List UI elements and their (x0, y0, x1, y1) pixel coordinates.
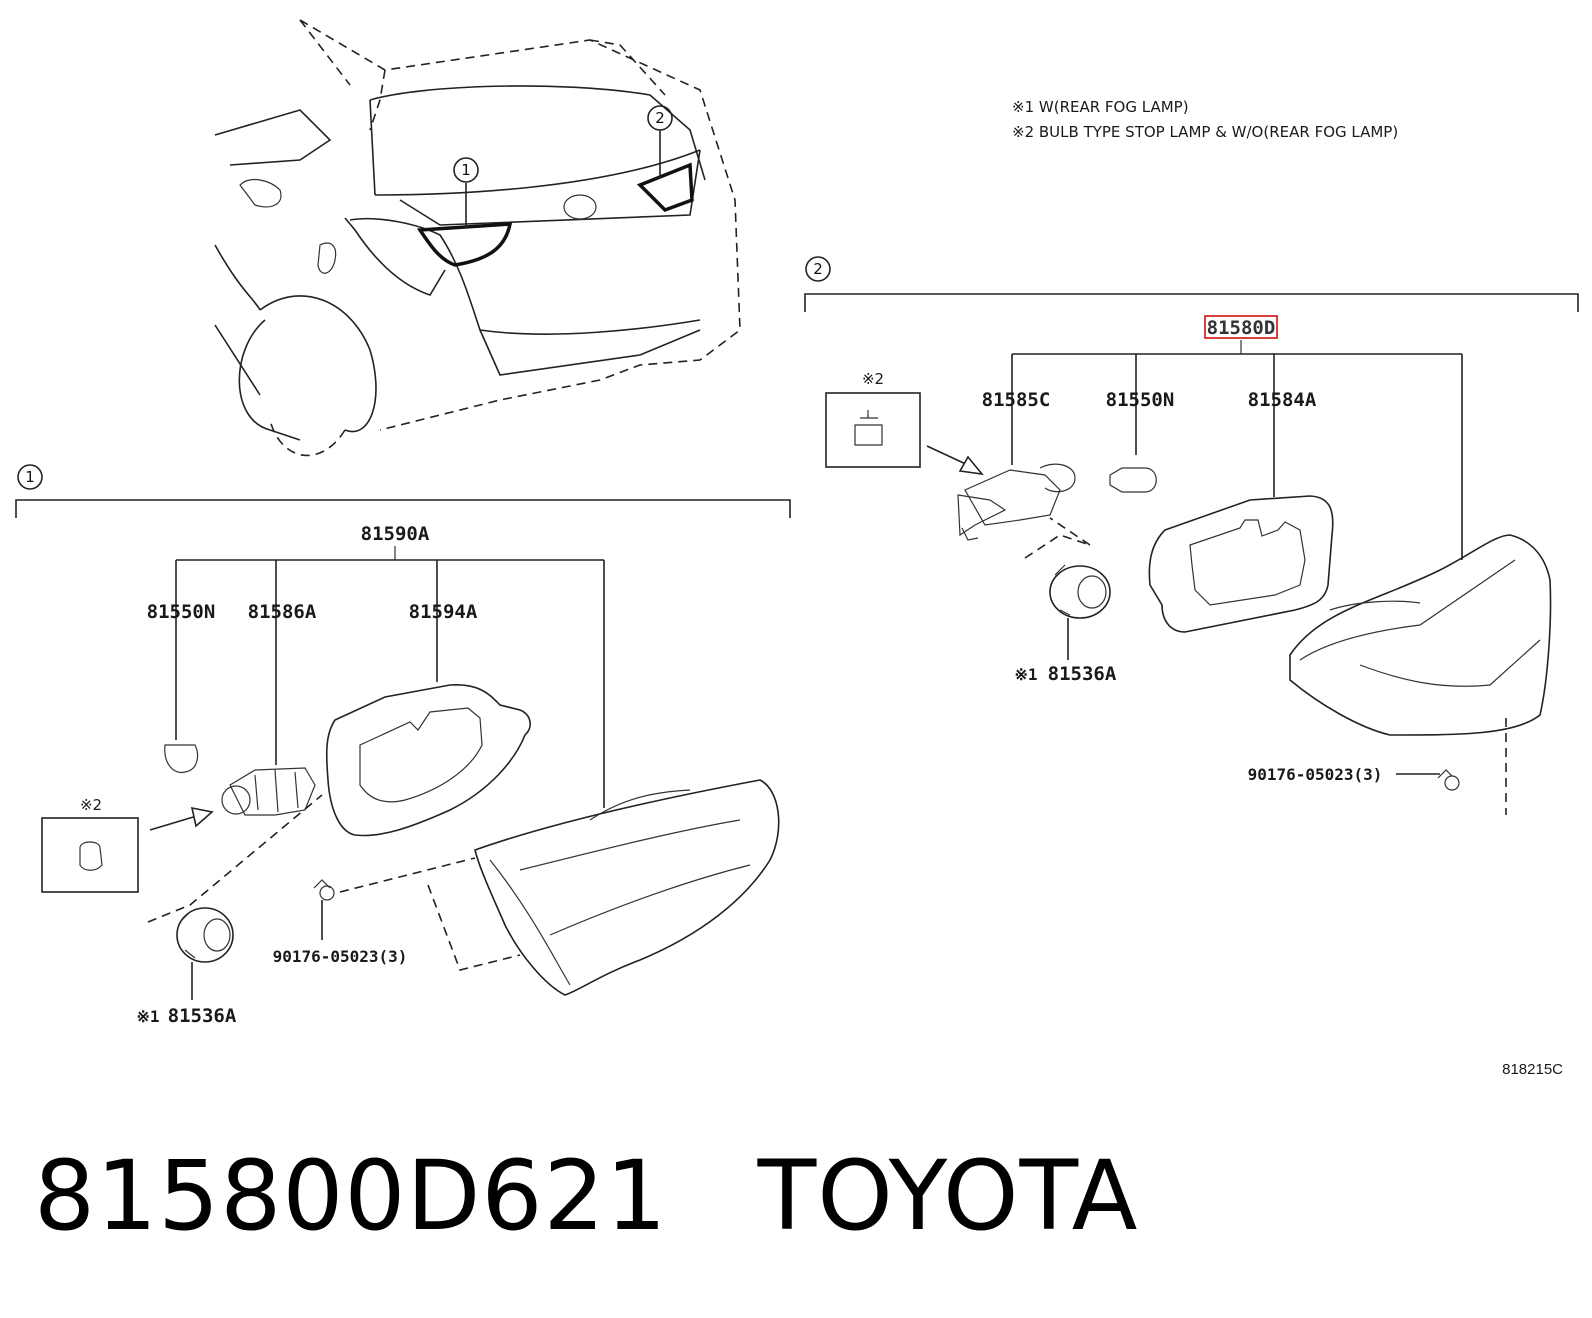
note-2: ※2 BULB TYPE STOP LAMP & W/O(REAR FOG LA… (1012, 123, 1398, 141)
part-label-81586A[interactable]: 81586A (248, 601, 317, 623)
footer-brand: TOYOTA (757, 1140, 1139, 1252)
part-label-81536A-left[interactable]: 81536A (168, 1005, 237, 1027)
grommet-81536A-right (1049, 564, 1111, 619)
socket-harness (957, 463, 1076, 541)
vehicle-illustration: 1 2 (214, 19, 741, 457)
lens-81590A (474, 779, 780, 996)
section-1-marker: 1 (25, 468, 35, 486)
assembly-number-81590A[interactable]: 81590A (361, 523, 430, 545)
part-label-81584A[interactable]: 81584A (1248, 389, 1317, 411)
highlight-box (1204, 315, 1278, 339)
bulb-inset-box (825, 392, 921, 468)
part-label-81536A-right[interactable]: 81536A (1048, 663, 1117, 685)
bulb-box-marker-left: ※2 (80, 796, 102, 814)
part-label-81585C[interactable]: 81585C (982, 389, 1051, 411)
callout-2: 2 (655, 109, 665, 127)
part-label-81550N[interactable]: 81550N (1106, 389, 1175, 411)
socket-81586A (221, 767, 316, 816)
callout-1: 1 (461, 161, 471, 179)
lens-81580D (1289, 534, 1552, 736)
footer-caption: 815800D621 TOYOTA (34, 1140, 1139, 1252)
section-1: 1 81590A 81550N 81586A 81594A (15, 464, 791, 1027)
footer-part-number: 815800D621 (34, 1140, 668, 1252)
bulb-box-marker: ※2 (862, 370, 884, 388)
section-2: 2 81580D 81585C 81550N 81584A ※2 (804, 256, 1579, 815)
illustration-code: 818215C (1502, 1061, 1563, 1078)
section-2-marker: 2 (813, 260, 823, 278)
grommet-marker-right: ※1 (1014, 665, 1037, 684)
part-label-81594A[interactable]: 81594A (409, 601, 478, 623)
bulb-inset-box-left (41, 817, 139, 893)
grommet-81536A-left (176, 907, 234, 963)
part-label-screw-right[interactable]: 90176-05023(3) (1248, 765, 1383, 784)
grommet-marker-left: ※1 (136, 1007, 159, 1026)
part-label-81550N-left[interactable]: 81550N (147, 601, 216, 623)
part-label-screw-left[interactable]: 90176-05023(3) (273, 947, 408, 966)
note-1: ※1 W(REAR FOG LAMP) (1012, 98, 1189, 116)
assembly-number-81580D[interactable]: 81580D (1207, 317, 1276, 339)
